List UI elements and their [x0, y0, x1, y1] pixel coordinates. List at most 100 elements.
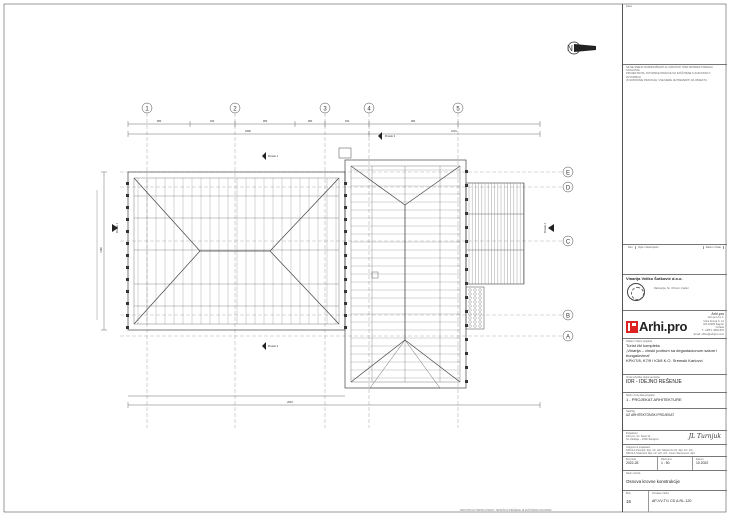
stone-icon: [473, 296, 477, 300]
post-icon: [344, 278, 347, 281]
post-icon: [126, 266, 129, 269]
grid-axis-bubble: [562, 181, 574, 193]
section-arrow-icon: [112, 224, 118, 232]
sheet-border: [3, 3, 727, 513]
hip-line: [350, 165, 406, 206]
stone-icon: [473, 292, 477, 296]
post-icon: [465, 366, 468, 369]
grid-axis-bubble: [562, 309, 574, 321]
north-arrow-needle: [574, 44, 596, 52]
designer-block: Projektant Arhi.pro, Sv. Sava 12 Sv. Ale…: [623, 430, 727, 444]
responsible-block: Odgovorni projektant NIKOLA Pevnjuk, dip…: [623, 444, 727, 456]
stone-icon: [478, 288, 482, 292]
grid-axis-label: 5: [456, 107, 460, 113]
stone-icon: [468, 316, 472, 320]
post-icon: [126, 290, 129, 293]
stone-icon: [478, 296, 482, 300]
dimension-text: 1890: [245, 129, 251, 133]
section-label: Presek 2: [543, 222, 547, 233]
post-icon: [465, 240, 468, 243]
grid-axis-label: C: [566, 240, 571, 246]
post-icon: [465, 310, 468, 313]
left-roof-inner: [133, 177, 340, 325]
hip-line: [133, 177, 201, 252]
section-arrow-icon: [262, 152, 266, 160]
revisions-table: Rev. Opis / Description Datum / Date: [623, 244, 727, 274]
post-icon: [126, 254, 129, 257]
grid-axis-label: 3: [323, 107, 327, 113]
stone-icon: [473, 304, 477, 308]
stone-icon: [473, 324, 477, 328]
stone-icon: [473, 300, 477, 304]
post-icon: [465, 296, 468, 299]
post-icon: [126, 242, 129, 245]
dimension-text: 380: [263, 119, 268, 123]
dimension-text: 150: [210, 119, 215, 123]
post-icon: [344, 230, 347, 233]
stone-icon: [478, 320, 482, 324]
investor-block: Vinarija Veliko Šotković d.o.o. Dalmacij…: [623, 274, 727, 310]
post-icon: [465, 184, 468, 187]
hip-line: [404, 165, 461, 206]
dimension-text: 2915: [287, 400, 293, 404]
post-icon: [465, 226, 468, 229]
post-icon: [126, 230, 129, 233]
stone-icon: [473, 308, 477, 312]
post-icon: [344, 254, 347, 257]
section-label: Presek 1: [268, 154, 279, 158]
post-icon: [344, 314, 347, 317]
stone-icon: [468, 324, 472, 328]
stone-icon: [478, 316, 482, 320]
grid-axis-bubble: [562, 235, 574, 247]
contents-block: Sadržaj UZ ARHITEKTONSKI PROJEKAT: [623, 408, 727, 430]
stone-icon: [473, 312, 477, 316]
post-icon: [465, 212, 468, 215]
hip-line: [269, 250, 340, 325]
grid-axis-bubble: [562, 166, 574, 178]
pergola-outline: [465, 182, 525, 285]
drawing-title-block: Naziv crteža Osnova krovne konstrukcije: [623, 470, 727, 490]
post-icon: [465, 254, 468, 257]
stone-icon: [473, 288, 477, 292]
firm-block: Arhi.pro Arhi.pro Arhi.pro d.o.o. Ulica …: [623, 310, 727, 338]
stone-icon: [468, 312, 472, 316]
dimension-text: 1015: [451, 129, 457, 133]
post-icon: [344, 206, 347, 209]
title-block-header: Faza: [626, 5, 632, 8]
stone-icon: [468, 288, 472, 292]
post-icon: [465, 170, 468, 173]
code-row: Broj 16 Oznaka crteža AP-VV-T/1 CD A-RL-…: [623, 490, 727, 512]
stone-icon: [468, 300, 472, 304]
hip-line: [133, 250, 201, 325]
stone-icon: [478, 304, 482, 308]
grid-axis-label: 4: [367, 107, 371, 113]
post-icon: [126, 302, 129, 305]
post-icon: [465, 198, 468, 201]
revisions-header: Rev. Opis / Description Datum / Date: [626, 246, 724, 250]
stone-icon: [468, 308, 472, 312]
note-line: SE NE SMEJO RAZMNOŽEVATI ALI IZROČATI TR…: [626, 66, 713, 73]
post-icon: [344, 290, 347, 293]
post-icon: [465, 282, 468, 285]
signature: JL Turnjuk: [688, 433, 721, 440]
arhipro-logo-icon: [626, 321, 638, 334]
stone-icon: [478, 300, 482, 304]
scale-cell: Razmera 1 : 50: [658, 457, 693, 470]
hip-line: [350, 339, 406, 383]
post-icon: [465, 380, 468, 383]
post-icon: [126, 314, 129, 317]
stone-icon: [478, 324, 482, 328]
dimension-text: 380: [411, 119, 416, 123]
stone-icon: [468, 292, 472, 296]
stone-icon: [473, 320, 477, 324]
post-icon: [465, 338, 468, 341]
dimension-text: 1180: [99, 247, 103, 253]
dimension-text: 380: [157, 119, 162, 123]
post-icon: [344, 182, 347, 185]
stone-icon: [478, 312, 482, 316]
dimension-text: 380: [308, 119, 313, 123]
hip-line: [269, 177, 340, 252]
roof-opening: [371, 271, 379, 279]
post-icon: [126, 206, 129, 209]
